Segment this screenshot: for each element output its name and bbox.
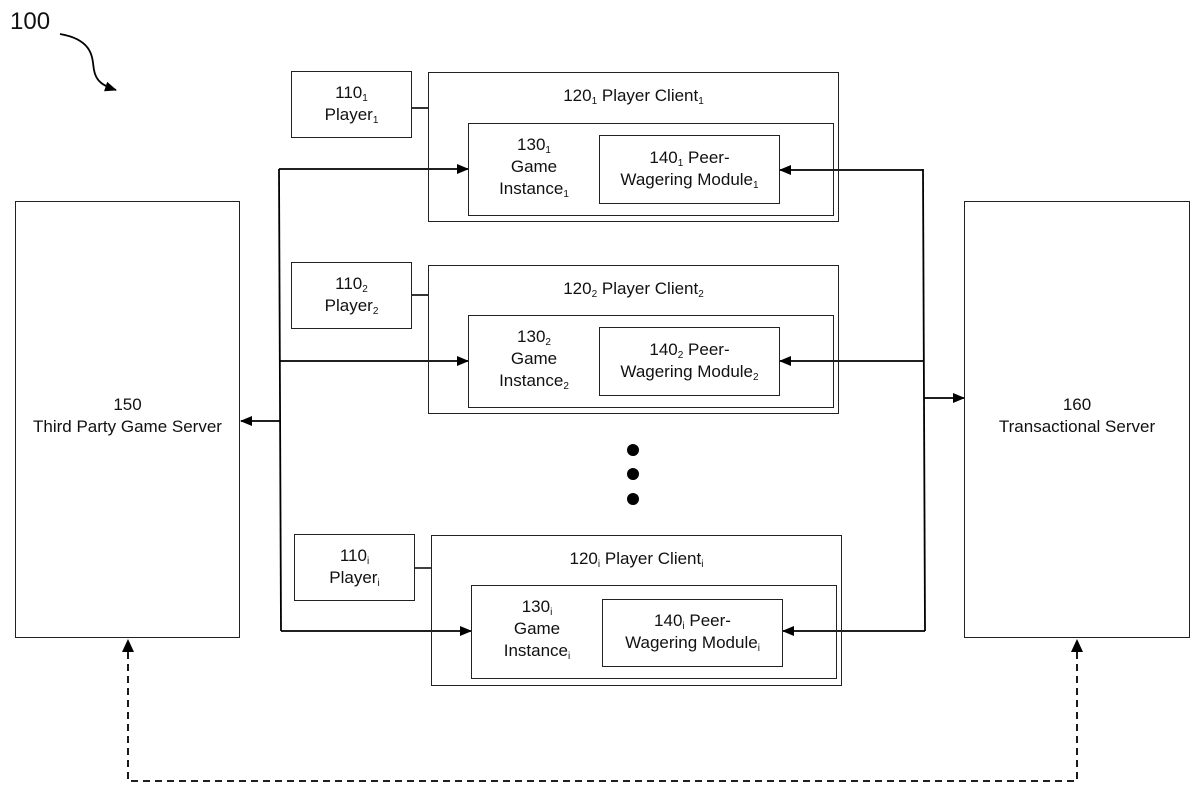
dashed-arrowhead-160 [1071,639,1083,652]
player-1-name: Player1 [292,104,411,126]
player-i-name: Playeri [295,567,414,589]
server-150-number: 150 [16,394,239,416]
player-box-2[interactable]: 1102 Player2 [291,262,412,329]
third-party-game-server[interactable]: 150 Third Party Game Server [15,201,240,638]
peer-wagering-module-i[interactable]: 140i Peer- Wagering Modulei [602,599,783,667]
player-2-name: Player2 [292,295,411,317]
transactional-server[interactable]: 160 Transactional Server [964,201,1190,638]
player-client-i-title: 120i Player Clienti [432,548,841,570]
dashed-arrowhead-150 [122,639,134,652]
ellipsis-dot-3 [627,493,639,505]
transaction-bus [923,169,925,631]
figure-reference-arrow [60,34,116,90]
player-client-2-title: 1202 Player Client2 [429,278,838,300]
player-box-i[interactable]: 110i Playeri [294,534,415,601]
player-i-number: 110i [295,545,414,567]
peer-wagering-module-1[interactable]: 1401 Peer- Wagering Module1 [599,135,780,204]
ellipsis-dot-2 [627,468,639,480]
player-2-number: 1102 [292,273,411,295]
player-1-number: 1101 [292,82,411,104]
server-160-number: 160 [965,394,1189,416]
ellipsis-dot-1 [627,444,639,456]
player-client-1-title: 1201 Player Client1 [429,85,838,107]
figure-reference-number: 100 [10,8,50,36]
peer-wagering-module-2[interactable]: 1402 Peer- Wagering Module2 [599,327,780,396]
server-150-name: Third Party Game Server [16,416,239,438]
game-server-bus [279,169,281,631]
server-160-name: Transactional Server [965,416,1189,438]
player-box-1[interactable]: 1101 Player1 [291,71,412,138]
